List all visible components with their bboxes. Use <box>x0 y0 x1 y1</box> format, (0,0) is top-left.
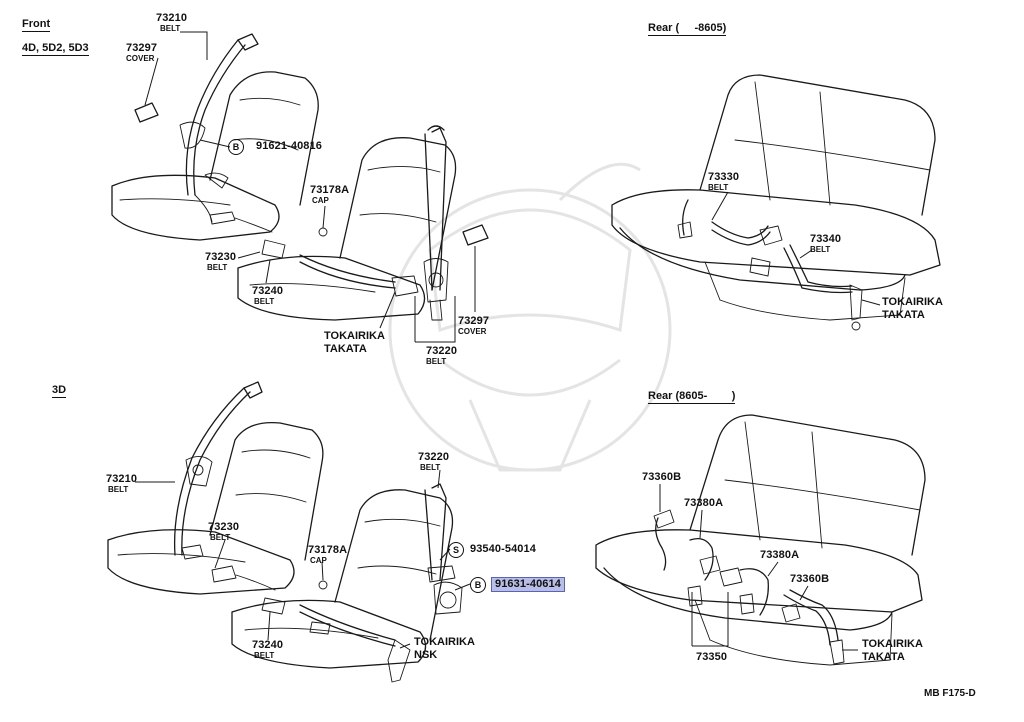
part-73360b-left[interactable]: 73360B <box>642 471 682 483</box>
maker-tokairika-3d: TOKAIRIKA <box>414 636 475 648</box>
part-91631-40614-highlighted[interactable]: 91631-40614 <box>491 577 565 592</box>
part-73240-3d-desc: BELT <box>254 651 275 660</box>
rear-late-seat-drawing <box>595 414 926 666</box>
part-73230-front[interactable]: 73230 <box>205 251 237 263</box>
maker-tokairika-front: TOKAIRIKA <box>324 330 385 342</box>
part-91621-40816[interactable]: 91621-40816 <box>256 140 322 152</box>
part-73210-front-desc: BELT <box>160 24 181 33</box>
section-rear-late-label: Rear (8605- ) <box>648 390 736 404</box>
part-73230-3d-desc: BELT <box>210 533 231 542</box>
section-front-models-label: 4D, 5D2, 5D3 <box>22 42 89 56</box>
part-73178a-3d-desc: CAP <box>310 556 327 565</box>
part-73230-front-desc: BELT <box>207 263 228 272</box>
part-73297-front-a[interactable]: 73297 <box>126 42 158 54</box>
part-73297-front-a-desc: COVER <box>126 54 155 63</box>
part-73210-front[interactable]: 73210 <box>156 12 188 24</box>
part-73220-3d-desc: BELT <box>420 463 441 472</box>
diagram-code: MB F175-D <box>924 688 976 699</box>
section-front-label: Front <box>22 18 51 32</box>
maker-nsk-3d: NSK <box>414 649 438 661</box>
part-73330-desc: BELT <box>708 183 729 192</box>
part-73297-front-b-desc: COVER <box>458 327 487 336</box>
part-73380a-right[interactable]: 73380A <box>760 549 800 561</box>
part-93540-54014[interactable]: 93540-54014 <box>470 543 536 555</box>
part-73297-front-b[interactable]: 73297 <box>458 315 490 327</box>
part-73230-3d[interactable]: 73230 <box>208 521 240 533</box>
front-seat-drawing <box>111 31 489 343</box>
part-73220-front[interactable]: 73220 <box>426 345 458 357</box>
part-73220-front-desc: BELT <box>426 357 447 366</box>
part-73240-3d[interactable]: 73240 <box>252 639 284 651</box>
part-73220-3d[interactable]: 73220 <box>418 451 450 463</box>
part-73210-3d-desc: BELT <box>108 485 129 494</box>
maker-tokairika-rear-late: TOKAIRIKA <box>862 638 923 650</box>
three-door-seat-drawing <box>107 381 471 683</box>
part-73380a-left[interactable]: 73380A <box>684 497 724 509</box>
part-73340[interactable]: 73340 <box>810 233 842 245</box>
bolt-badge-b-front: B <box>228 139 244 155</box>
maker-takata-rear-late: TAKATA <box>862 651 905 663</box>
watermark-emblem <box>388 162 672 472</box>
section-3d-label: 3D <box>52 384 67 398</box>
part-73178a-front[interactable]: 73178A <box>310 184 350 196</box>
part-73360b-right[interactable]: 73360B <box>790 573 830 585</box>
part-73178a-front-desc: CAP <box>312 196 329 205</box>
part-73240-front[interactable]: 73240 <box>252 285 284 297</box>
section-rear-early-label: Rear ( -8605) <box>648 22 727 36</box>
maker-takata-rear-early: TAKATA <box>882 309 925 321</box>
maker-tokairika-rear-early: TOKAIRIKA <box>882 296 943 308</box>
part-73210-3d[interactable]: 73210 <box>106 473 138 485</box>
part-73178a-3d[interactable]: 73178A <box>308 544 348 556</box>
part-73330[interactable]: 73330 <box>708 171 740 183</box>
rear-early-seat-drawing <box>611 74 941 331</box>
screw-badge-s-3d: S <box>448 542 464 558</box>
bolt-badge-b-3d: B <box>470 577 486 593</box>
part-73240-front-desc: BELT <box>254 297 275 306</box>
part-73340-desc: BELT <box>810 245 831 254</box>
part-73350[interactable]: 73350 <box>696 651 728 663</box>
maker-takata-front: TAKATA <box>324 343 367 355</box>
